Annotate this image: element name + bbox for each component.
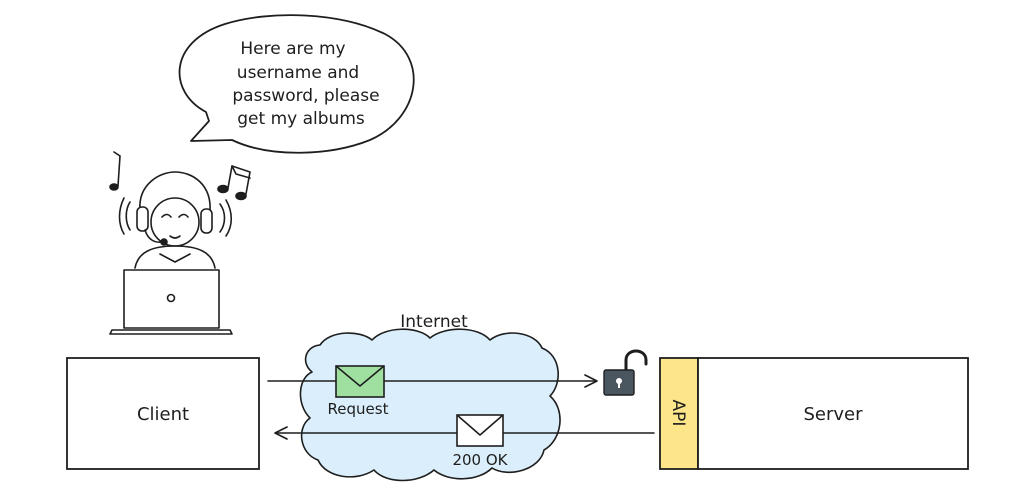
client-label: Client [137,404,189,425]
api-box: API [659,357,699,470]
client-box: Client [66,357,260,470]
internet-label: Internet [400,312,468,332]
response-label: 200 OK [452,451,508,469]
speech-bubble-line-2: username and [237,63,359,83]
speech-bubble-line-3: password, please [232,86,379,106]
response-envelope [456,414,504,447]
person-with-headphones-icon [118,171,233,269]
music-note-icon [109,151,121,191]
envelope-icon: Request [328,365,389,418]
music-note-icon [217,165,251,201]
laptop-icon [109,269,233,335]
envelope-icon: 200 OK [452,414,509,469]
server-label: Server [803,404,863,425]
unlocked-padlock-icon [603,349,648,396]
request-label: Request [328,400,389,418]
api-label: API [668,400,688,427]
server-box: Server [697,357,969,470]
speech-bubble-line-1: Here are my [240,39,345,59]
speech-bubble: Here are my username and password, pleas… [178,14,415,154]
request-envelope [335,365,385,398]
speech-bubble-line-4: get my albums [237,109,365,129]
